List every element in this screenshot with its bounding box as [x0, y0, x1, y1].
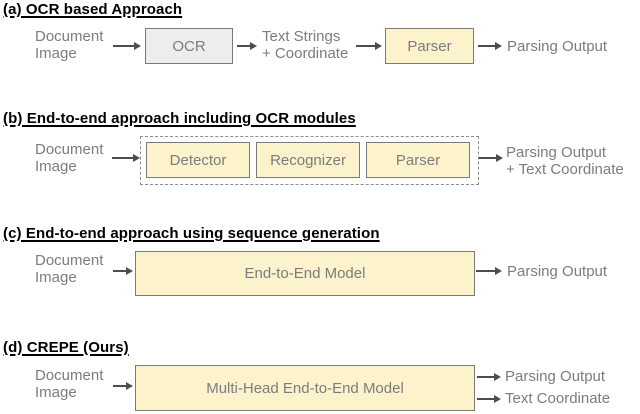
- section-a-mid-label: Text Strings + Coordinate: [262, 28, 348, 62]
- recognizer-module-box: Recognizer: [256, 142, 360, 178]
- section-c-title: (c) End-to-end approach using sequence g…: [3, 225, 380, 242]
- detector-module-box: Detector: [146, 142, 250, 178]
- section-c-input-label: Document Image: [35, 252, 103, 286]
- section-d-output-label-2: Text Coordinate: [505, 390, 611, 407]
- arrow-a-output: [478, 42, 502, 50]
- section-d-input-line2: Image: [35, 384, 77, 401]
- parser-module-box-a: Parser: [385, 28, 474, 64]
- section-b-input-label: Document Image: [35, 141, 103, 175]
- section-a-input-label: Document Image: [35, 28, 103, 62]
- recognizer-module-label: Recognizer: [270, 151, 346, 169]
- ocr-pipeline-dashed-box: [140, 136, 479, 185]
- arrow-d-output-parsing: [477, 373, 501, 381]
- arrow-d-output-coordinate: [477, 395, 501, 403]
- arrow-d-input: [113, 382, 133, 390]
- parser-module-box-b: Parser: [366, 142, 470, 178]
- section-d-input-line1: Document: [35, 367, 104, 384]
- section-a-mid-line2: + Coordinate: [262, 45, 349, 62]
- section-c-output-label: Parsing Output: [507, 263, 608, 280]
- arrow-c-input: [113, 267, 133, 275]
- section-a-mid-line1: Text Strings: [262, 28, 341, 45]
- detector-module-label: Detector: [169, 151, 227, 169]
- arrow-a-text-to-parser: [356, 42, 382, 50]
- end-to-end-model-box: End-to-End Model: [135, 251, 475, 296]
- parser-module-label-b: Parser: [395, 151, 441, 169]
- section-d-title: (d) CREPE (Ours): [3, 339, 129, 356]
- arrow-a-input: [113, 42, 141, 50]
- section-b-output-label: Parsing Output + Text Coordinate: [506, 144, 624, 178]
- section-a-output-label: Parsing Output: [507, 38, 608, 55]
- ocr-module-label: OCR: [172, 37, 206, 55]
- multi-head-model-box: Multi-Head End-to-End Model: [135, 365, 475, 411]
- parser-module-label-a: Parser: [407, 37, 452, 55]
- arrow-c-output: [476, 267, 502, 275]
- section-c-input-line2: Image: [35, 269, 77, 286]
- section-d-output-label-1: Parsing Output: [505, 368, 606, 385]
- section-b-output-line1: Parsing Output: [506, 144, 607, 161]
- section-d-input-label: Document Image: [35, 367, 103, 401]
- section-a-input-line2: Image: [35, 45, 77, 62]
- section-b-input-line2: Image: [35, 158, 77, 175]
- arrow-a-ocr-to-text: [237, 42, 257, 50]
- ocr-module-box: OCR: [145, 28, 233, 64]
- section-c-input-line1: Document: [35, 252, 104, 269]
- end-to-end-model-label: End-to-End Model: [244, 265, 366, 282]
- section-a-title: (a) OCR based Approach: [3, 1, 183, 18]
- section-b-output-line2: + Text Coordinate: [506, 161, 624, 178]
- section-a-input-line1: Document: [35, 28, 104, 45]
- section-b-input-line1: Document: [35, 141, 104, 158]
- arrow-b-input: [112, 154, 140, 162]
- section-b-title: (b) End-to-end approach including OCR mo…: [3, 110, 356, 127]
- multi-head-model-label: Multi-Head End-to-End Model: [206, 379, 404, 397]
- arrow-b-output: [479, 154, 503, 162]
